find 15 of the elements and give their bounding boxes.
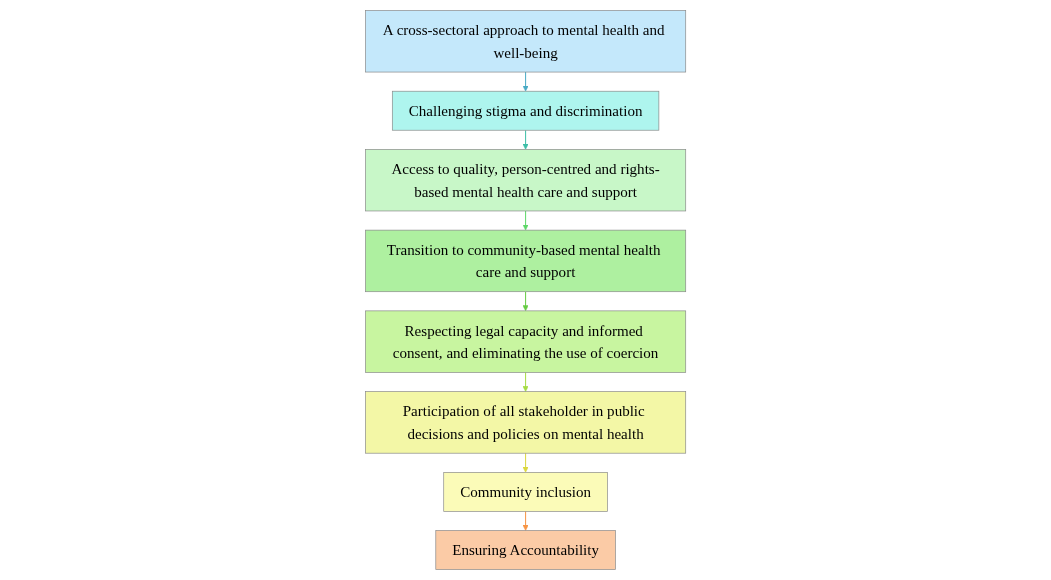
node-box: A cross-sectoral approach to mental health and well-being: [365, 10, 686, 73]
arrow: [522, 71, 529, 92]
node-box: Respecting legal capacity and informed consent, and eliminating the use of coercion: [365, 310, 686, 373]
arrow: [522, 291, 529, 312]
node-box: Access to quality, person-centred and rights-based mental health care and support: [365, 149, 686, 212]
node-box: Transition to community-based mental health care and support: [365, 229, 686, 293]
arrow: [522, 129, 529, 150]
arrow: [522, 210, 529, 231]
arrow: [522, 510, 529, 531]
arrow: [522, 371, 529, 392]
node-box: Community inclusion: [443, 472, 608, 512]
node-box: Challenging stigma and discrimination: [391, 90, 660, 131]
node-box: Ensuring Accountability: [435, 530, 616, 570]
arrow: [522, 452, 529, 473]
node-box: Participation of all stakeholder in public decisions and policies on mental health: [365, 391, 686, 454]
